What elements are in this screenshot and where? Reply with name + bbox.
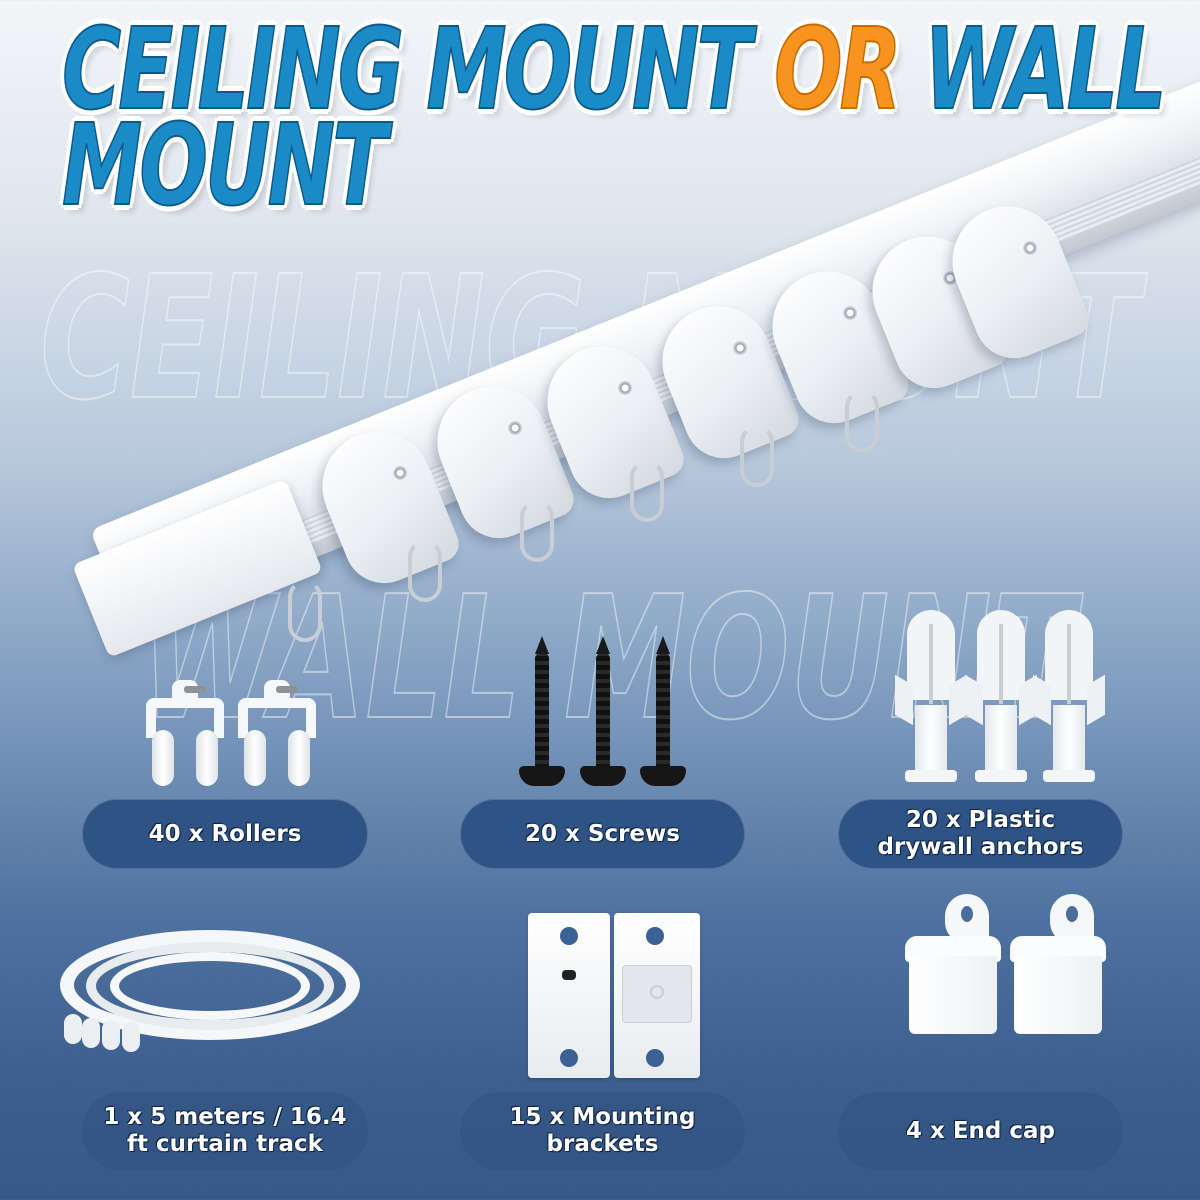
- end-cap-icon: [1010, 894, 1110, 1034]
- roller-hook-icon: [520, 500, 554, 562]
- rollers-image: [140, 680, 340, 790]
- drywall-anchor-icon: [895, 610, 967, 782]
- roller-icon: [232, 680, 322, 790]
- label-end-caps: 4 x End cap: [838, 1092, 1123, 1170]
- headline-line2: MOUNT: [61, 101, 388, 231]
- drywall-anchor-icon: [965, 610, 1037, 782]
- drywall-anchors-image: [895, 610, 1115, 790]
- roller-hook-icon: [288, 580, 322, 642]
- screws-image: [510, 640, 700, 790]
- roller-icon: [140, 680, 230, 790]
- headline-line1: CEILING MOUNT OR WALL: [61, 5, 1167, 135]
- headline: CEILING MOUNT OR WALL MOUNT: [61, 5, 1167, 231]
- end-cap-icon: [905, 894, 1005, 1034]
- roller-hook-icon: [845, 390, 879, 452]
- coil-ring: [110, 952, 310, 1020]
- mounting-bracket-icon: [614, 913, 700, 1078]
- mounting-brackets-image: [520, 905, 710, 1080]
- roller-hook-icon: [630, 460, 664, 522]
- screw-icon: [656, 652, 670, 772]
- curtain-track-coil-image: [60, 920, 360, 1052]
- screw-icon: [535, 652, 549, 772]
- roller-hook-icon: [408, 540, 442, 602]
- mounting-bracket-icon: [528, 913, 610, 1078]
- drywall-anchor-icon: [1033, 610, 1105, 782]
- coil-ring: [86, 942, 334, 1030]
- screw-icon: [596, 652, 610, 772]
- headline-accent-or: OR: [773, 5, 902, 135]
- end-caps-image: [900, 890, 1120, 1040]
- track-gliders: [60, 1010, 170, 1052]
- label-rollers: 40 x Rollers: [82, 799, 368, 869]
- hero-curtain-track-image: [30, 43, 1200, 700]
- label-screws: 20 x Screws: [460, 799, 745, 869]
- roller-hook-icon: [740, 425, 774, 487]
